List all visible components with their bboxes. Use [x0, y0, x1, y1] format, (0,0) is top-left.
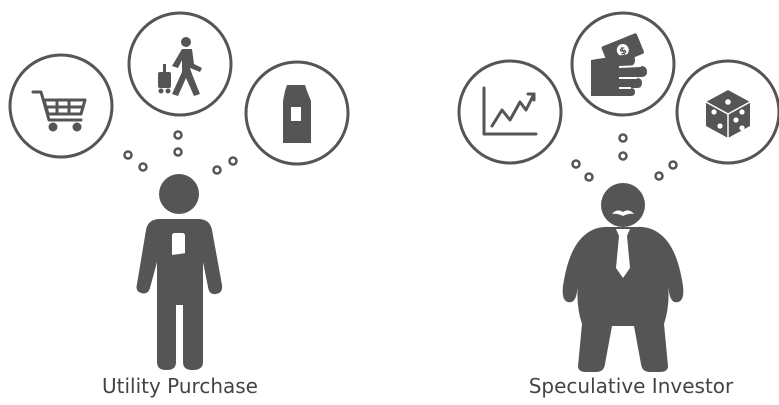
shopping-cart-bubble	[8, 53, 114, 159]
speculative-investor-group: $	[457, 11, 779, 372]
investor-with-tie	[562, 183, 684, 372]
thought-dots-left	[123, 130, 238, 175]
thought-dots-right	[571, 133, 678, 182]
chart-bubble	[457, 59, 563, 165]
dice-icon	[705, 90, 751, 138]
utility-purchase-group	[8, 11, 350, 370]
svg-text:$: $	[618, 45, 629, 58]
speculative-investor-caption: Speculative Investor	[528, 374, 734, 398]
travel-bubble	[127, 11, 233, 117]
groceries-bubble	[244, 60, 350, 166]
milk-carton-icon	[283, 85, 311, 143]
money-bubble: $	[570, 11, 676, 117]
rising-chart-icon	[482, 86, 538, 136]
gamble-bubble	[675, 59, 779, 165]
shopping-cart-icon	[31, 90, 87, 132]
hand-with-money-icon: $	[591, 33, 647, 96]
traveler-with-luggage-icon	[158, 37, 202, 96]
utility-purchase-caption: Utility Purchase	[101, 374, 258, 398]
person-with-phone	[136, 174, 223, 370]
